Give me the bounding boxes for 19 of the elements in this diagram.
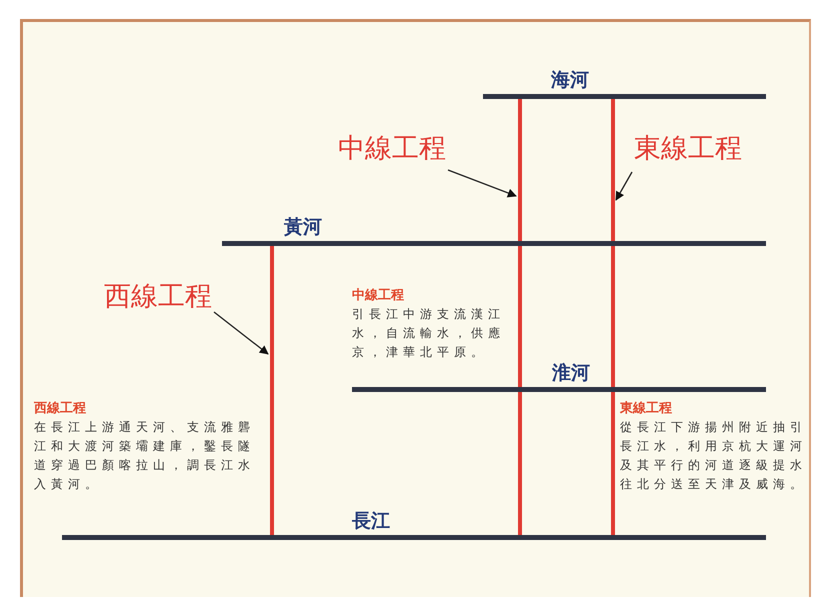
- river-label: 長江: [352, 509, 390, 534]
- callout-label: 中線工程: [338, 130, 446, 166]
- description-text: 從長江下游揚州附近抽引長江水，利用京杭大運河及其平行的河道逐級提水往北分送至天津及威海。: [620, 419, 808, 493]
- section-heading: 西線工程: [34, 400, 86, 417]
- callout-label: 西線工程: [104, 278, 212, 314]
- section-heading: 東線工程: [620, 400, 672, 417]
- canal-line: [518, 99, 522, 535]
- leader-line: [214, 311, 269, 355]
- description-text: 在長江上游通天河、支流雅礱江和大渡河築壩建庫，鑿長隧道穿過巴顏喀拉山，調長江水入黃河。: [34, 419, 256, 493]
- section-heading: 中線工程: [352, 287, 404, 304]
- river-label: 淮河: [552, 361, 590, 386]
- leader-line: [448, 169, 517, 198]
- callout-label: 東線工程: [634, 130, 742, 166]
- river-label: 海河: [551, 68, 589, 93]
- canal-line: [611, 99, 615, 535]
- leader-line: [615, 172, 633, 201]
- river-label: 黃河: [284, 215, 322, 240]
- canal-line: [270, 246, 274, 535]
- description-text: 引長江中游支流漢江水，自流輸水，供應京，津華北平原。: [352, 306, 506, 361]
